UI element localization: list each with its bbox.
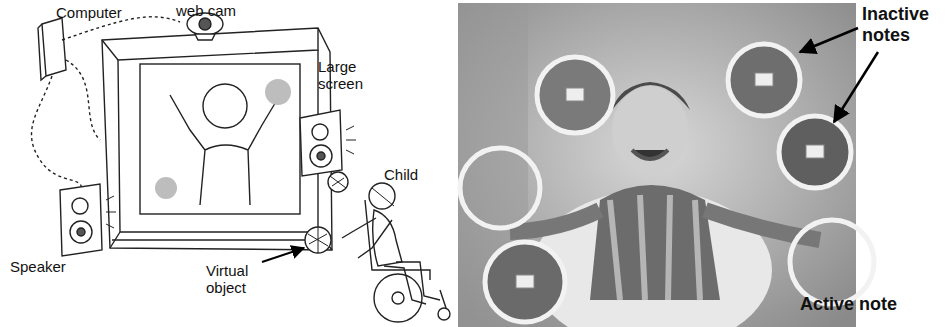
part-label: Computer (56, 4, 146, 21)
part-label: Child (384, 166, 444, 183)
part-label: Speaker (10, 258, 90, 275)
part-label: web cam (176, 2, 266, 19)
part-label: Virtual object (206, 262, 266, 297)
callout-label: Inactive notes (862, 4, 944, 45)
setup-sketch (32, 13, 450, 322)
callout-label: Active note (800, 294, 940, 315)
part-label: Large screen (318, 58, 378, 93)
photo-panel (458, 3, 878, 327)
